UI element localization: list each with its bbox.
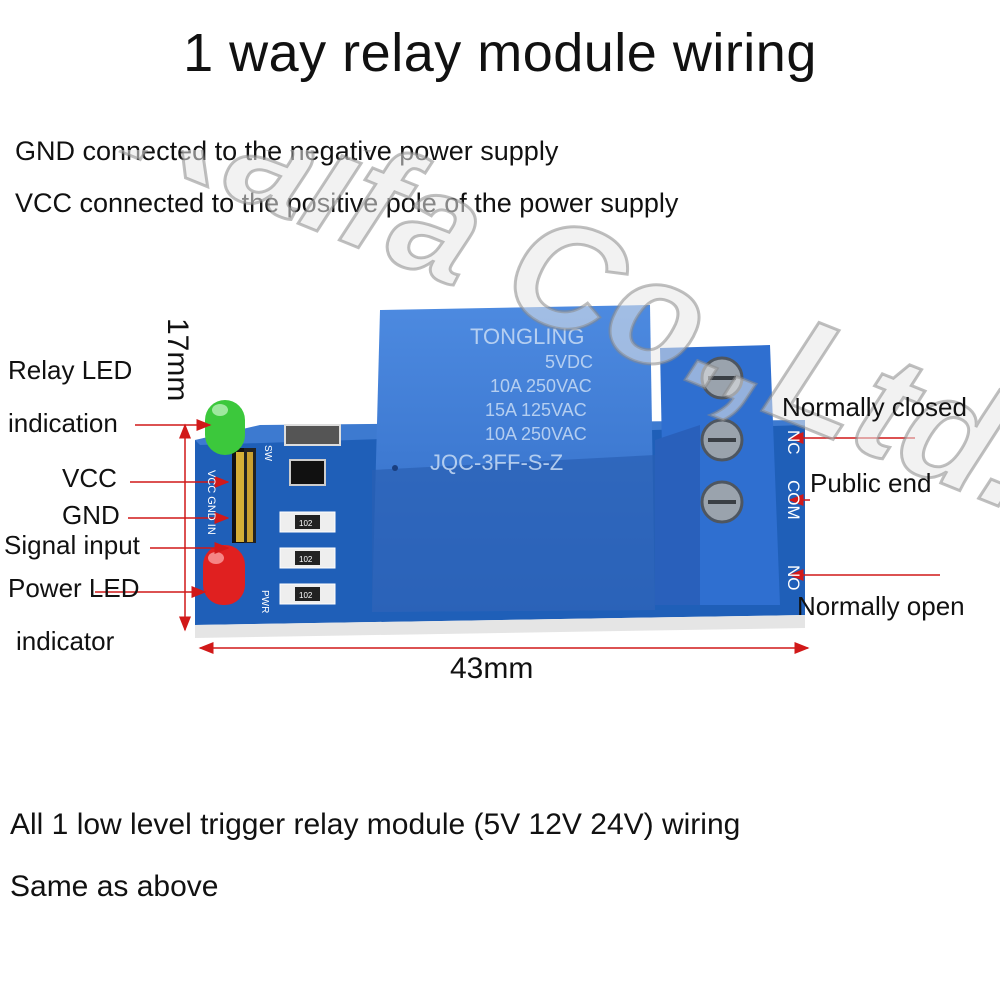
bottom-note-line1: All 1 low level trigger relay module (5V… — [10, 808, 741, 841]
smd-components — [279, 424, 341, 605]
resistor-label-1: 102 — [299, 519, 313, 528]
normally-open-label: Normally open — [797, 591, 965, 621]
vcc-note: VCC connected to the positive pole of th… — [15, 188, 679, 218]
page-title: 1 way relay module wiring — [183, 23, 817, 83]
gnd-label: GND — [62, 500, 120, 530]
relay-rating-1: 5VDC — [545, 352, 593, 372]
gnd-note: GND connected to the negative power supp… — [15, 136, 559, 166]
width-dimension-label: 43mm — [450, 652, 533, 685]
bottom-note-line2: Same as above — [10, 870, 219, 903]
screw-nc — [700, 356, 744, 400]
resistor-label-3: 102 — [299, 591, 313, 600]
relay-model: JQC-3FF-S-Z — [430, 450, 563, 475]
power-led — [203, 545, 245, 605]
power-led-label-line2: indicator — [16, 626, 115, 656]
pcb-nc-label: NC — [784, 430, 803, 455]
resistor-label-2: 102 — [299, 555, 313, 564]
power-led-label: Power LED — [8, 573, 140, 603]
screw-no — [700, 480, 744, 524]
pcb-pin-labels: VCC GND IN — [205, 470, 217, 535]
vcc-label: VCC — [62, 463, 117, 493]
height-dimension-label: 17mm — [161, 318, 194, 401]
public-end-label: Public end — [810, 468, 932, 498]
normally-closed-label: Normally closed — [782, 392, 967, 422]
relay-rating-3: 15A 125VAC — [485, 400, 587, 420]
relay-led — [205, 400, 245, 455]
pcb-no-label: NO — [784, 565, 803, 591]
relay-led-label: Relay LED — [8, 355, 133, 385]
screw-com — [700, 418, 744, 462]
signal-input-label: Signal input — [4, 530, 140, 560]
relay-component — [372, 305, 655, 612]
relay-rating-2: 10A 250VAC — [490, 376, 592, 396]
header-pins — [232, 448, 256, 543]
relay-brand: TONGLING — [470, 324, 585, 349]
pcb-pwr-label: PWR — [259, 590, 270, 613]
screw-terminal-block — [655, 345, 780, 605]
pcb-sw-label: SW — [262, 445, 273, 462]
relay-led-label-line2: indication — [8, 408, 118, 438]
pcb-com-label: COM — [784, 480, 803, 520]
relay-rating-4: 10A 250VAC — [485, 424, 587, 444]
